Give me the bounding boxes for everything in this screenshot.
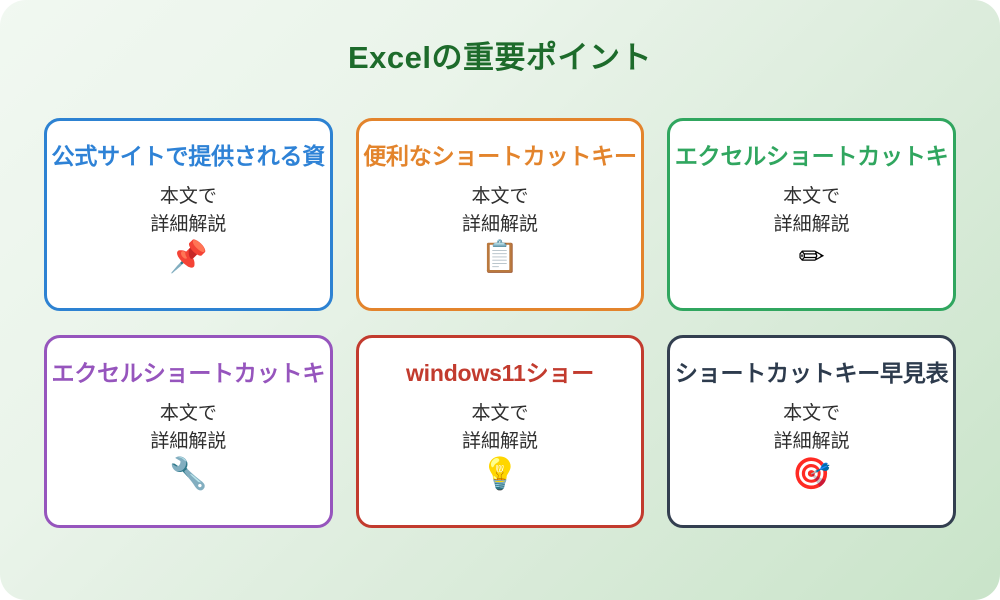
target-dart-icon: 🎯 [792, 456, 831, 493]
card-item[interactable]: windows11ショー 本文で 詳細解説 💡 [355, 335, 645, 528]
card-title: 公式サイトで提供される資 [51, 143, 326, 169]
card-body: 本文で 詳細解説 [150, 403, 227, 452]
clipboard-icon: 📋 [480, 239, 520, 276]
card-item[interactable]: ショートカットキー早見表 本文で 詳細解説 🎯 [667, 335, 956, 528]
pencil-icon: ✏ [798, 239, 825, 276]
card-item[interactable]: 便利なショートカットキー 本文で 詳細解説 📋 [355, 118, 645, 311]
lightbulb-icon: 💡 [480, 456, 520, 493]
card-title: エクセルショートカットキ [674, 143, 949, 169]
card-body: 本文で 詳細解説 [461, 403, 538, 452]
pushpin-icon: 📌 [169, 239, 208, 276]
card-item[interactable]: 公式サイトで提供される資 本文で 詳細解説 📌 [44, 118, 333, 311]
card-title: ショートカットキー早見表 [674, 360, 949, 386]
card-body: 本文で 詳細解説 [150, 186, 227, 235]
page-title: Excelの重要ポイント [347, 40, 652, 75]
card-body: 本文で 詳細解説 [773, 403, 850, 452]
card-title: エクセルショートカットキ [51, 360, 326, 386]
card-title: windows11ショー [405, 360, 594, 386]
card-body: 本文で 詳細解説 [773, 186, 850, 235]
wrench-icon: 🔧 [169, 456, 208, 493]
card-body: 本文で 詳細解説 [461, 186, 538, 235]
card-item[interactable]: エクセルショートカットキ 本文で 詳細解説 🔧 [44, 335, 333, 528]
card-item[interactable]: エクセルショートカットキ 本文で 詳細解説 ✏ [667, 118, 956, 311]
card-title: 便利なショートカットキー [363, 143, 637, 169]
card-grid: 公式サイトで提供される資 本文で 詳細解説 📌 便利なショートカットキー 本文で… [44, 118, 956, 528]
